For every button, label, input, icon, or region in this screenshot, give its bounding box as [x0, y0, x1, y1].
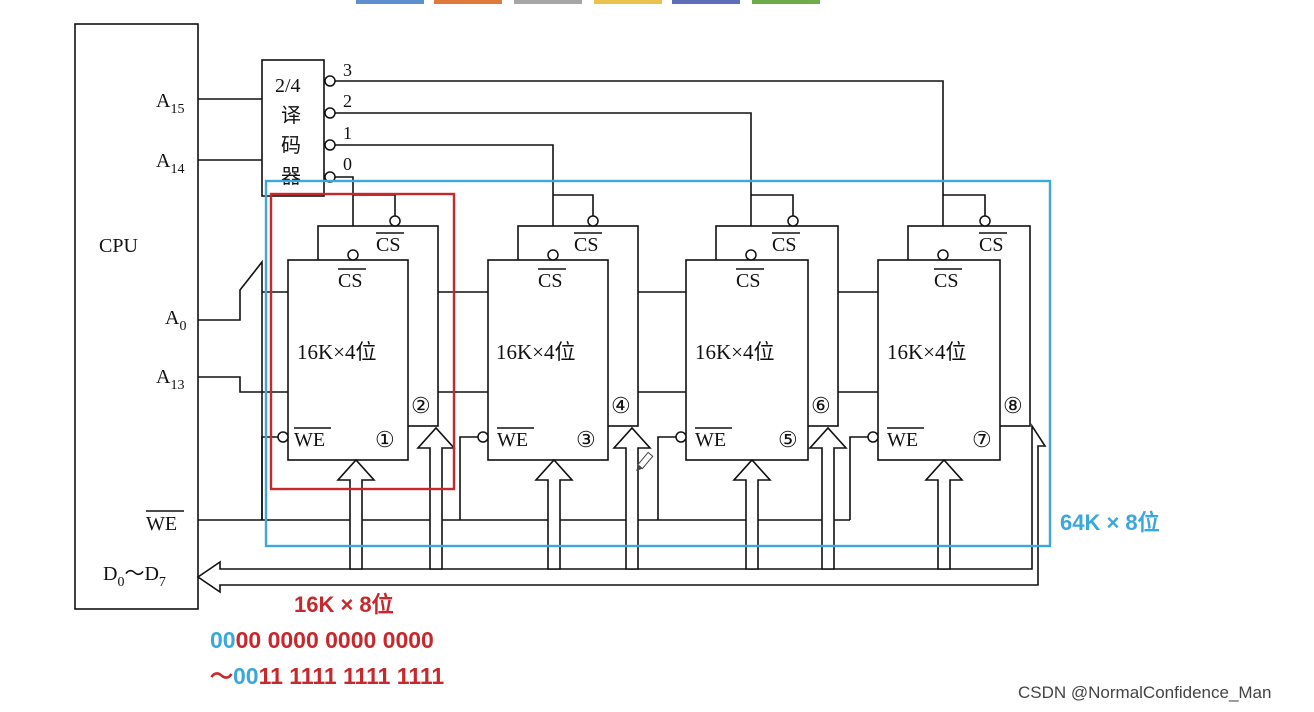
cpu-label: CPU — [99, 235, 138, 257]
decoder-out0-num: 0 — [343, 154, 352, 174]
chip-5-capacity: 16K×4位 — [695, 340, 775, 364]
chip-4-number: ④ — [611, 393, 631, 418]
chip-7-capacity: 16K×4位 — [887, 340, 967, 364]
wire-cs0-rear — [353, 194, 396, 216]
total-capacity-label: 64K × 8位 — [1060, 510, 1160, 535]
decoder-label-1: 2/4 — [275, 75, 301, 97]
chip-2-data-arrow — [416, 426, 456, 570]
chip-8-number: ⑧ — [1003, 393, 1023, 418]
chip-3-number: ③ — [576, 427, 596, 452]
data-bus-arrow — [196, 423, 1047, 594]
chip-4-cs-bubble — [587, 215, 599, 227]
chip-3-cs-bubble — [547, 249, 559, 261]
chip-3 — [487, 259, 609, 461]
top-tab-5[interactable] — [672, 0, 740, 4]
chip-7-cs-bubble — [937, 249, 949, 261]
chip-5-data-arrow — [732, 458, 772, 570]
chip-5-we-label: WE — [695, 429, 726, 451]
chip-6-number: ⑥ — [811, 393, 831, 418]
wire-cs1 — [335, 144, 554, 251]
chip-3-data-arrow — [534, 458, 574, 570]
wire-a0 — [198, 259, 263, 520]
decoder-label-3: 码 — [281, 135, 301, 157]
chip-1-data-arrow — [336, 458, 376, 570]
chip-6-cs-bubble — [787, 215, 799, 227]
address-range-end: ～0011 1111 1111 1111 — [210, 663, 444, 689]
chip-8-cs-bubble — [979, 215, 991, 227]
chip-1-cs-bubble — [347, 249, 359, 261]
chip-1-capacity: 16K×4位 — [297, 340, 377, 364]
decoder-out1-bubble — [324, 139, 336, 151]
chip-5-cs-label: CS — [736, 270, 760, 292]
we-drop-3 — [657, 436, 680, 520]
chip-2-number: ② — [411, 393, 431, 418]
chip-6-cs-label: CS — [772, 234, 796, 256]
chip-1-number: ① — [375, 427, 395, 452]
chip-2-cs-bubble — [389, 215, 401, 227]
chip-3-cs-label: CS — [538, 270, 562, 292]
pin-a0-label: A0 — [165, 307, 186, 334]
decoder-out3-bubble — [324, 75, 336, 87]
watermark-text: CSDN @NormalConfidence_Man — [1018, 683, 1271, 702]
chip-6-data-arrow — [808, 426, 848, 570]
top-tab-3[interactable] — [514, 0, 582, 4]
chip-2-cs-label: CS — [376, 234, 400, 256]
wire-a13 — [198, 376, 288, 393]
chip-8-cs-label: CS — [979, 234, 1003, 256]
chip-3-we-bubble — [477, 431, 489, 443]
wire-cs2-rear — [751, 194, 794, 216]
chip-3-capacity: 16K×4位 — [496, 340, 576, 364]
chip-1 — [287, 259, 409, 461]
chip-5-number: ⑤ — [778, 427, 798, 452]
pin-a13-label: A13 — [156, 366, 184, 393]
top-tab-6[interactable] — [752, 0, 820, 4]
chip-4-cs-label: CS — [574, 234, 598, 256]
chip-1-cs-label: CS — [338, 270, 362, 292]
decoder-label-2: 译 — [281, 104, 301, 127]
chip-5 — [685, 259, 809, 461]
decoder-block — [261, 59, 325, 197]
chip-7-number: ⑦ — [972, 427, 992, 452]
decoder-label-4: 器 — [281, 166, 301, 188]
top-tab-1[interactable] — [356, 0, 424, 4]
wire-cs1-rear — [553, 194, 594, 216]
pencil-cursor-icon — [636, 451, 654, 472]
chip-7-we-label: WE — [887, 429, 918, 451]
chip-7-data-arrow — [924, 458, 964, 570]
chip-7-we-bubble — [867, 431, 879, 443]
we-drop-1 — [261, 436, 282, 520]
decoder-out2-bubble — [324, 107, 336, 119]
pin-data-label: D0～D7 — [103, 563, 166, 590]
chip-3-we-label: WE — [497, 429, 528, 451]
top-tab-2[interactable] — [434, 0, 502, 4]
address-range-start: 0000 0000 0000 0000 — [210, 627, 434, 653]
chip-7 — [877, 259, 1001, 461]
top-tab-4[interactable] — [594, 0, 662, 4]
decoder-out2-num: 2 — [343, 91, 352, 111]
chip-7-cs-label: CS — [934, 270, 958, 292]
pin-a15-label: A15 — [156, 90, 184, 117]
chip-4-data-arrow — [612, 426, 652, 570]
wire-cs2 — [335, 112, 752, 251]
chip-5-cs-bubble — [745, 249, 757, 261]
chip-1-we-bubble — [277, 431, 289, 443]
decoder-out3-num: 3 — [343, 60, 352, 80]
wire-cs3-rear — [943, 194, 986, 216]
total-capacity-box — [264, 179, 1052, 548]
we-drop-4 — [849, 436, 872, 520]
pin-we-label: WE — [146, 513, 177, 535]
chip-5-we-bubble — [675, 431, 687, 443]
group-capacity-box — [269, 192, 456, 491]
decoder-out1-num: 1 — [343, 123, 352, 143]
pin-a14-label: A14 — [156, 150, 184, 177]
we-drop-2 — [459, 436, 482, 520]
group-capacity-label: 16K × 8位 — [294, 592, 394, 617]
chip-1-we-label: WE — [294, 429, 325, 451]
